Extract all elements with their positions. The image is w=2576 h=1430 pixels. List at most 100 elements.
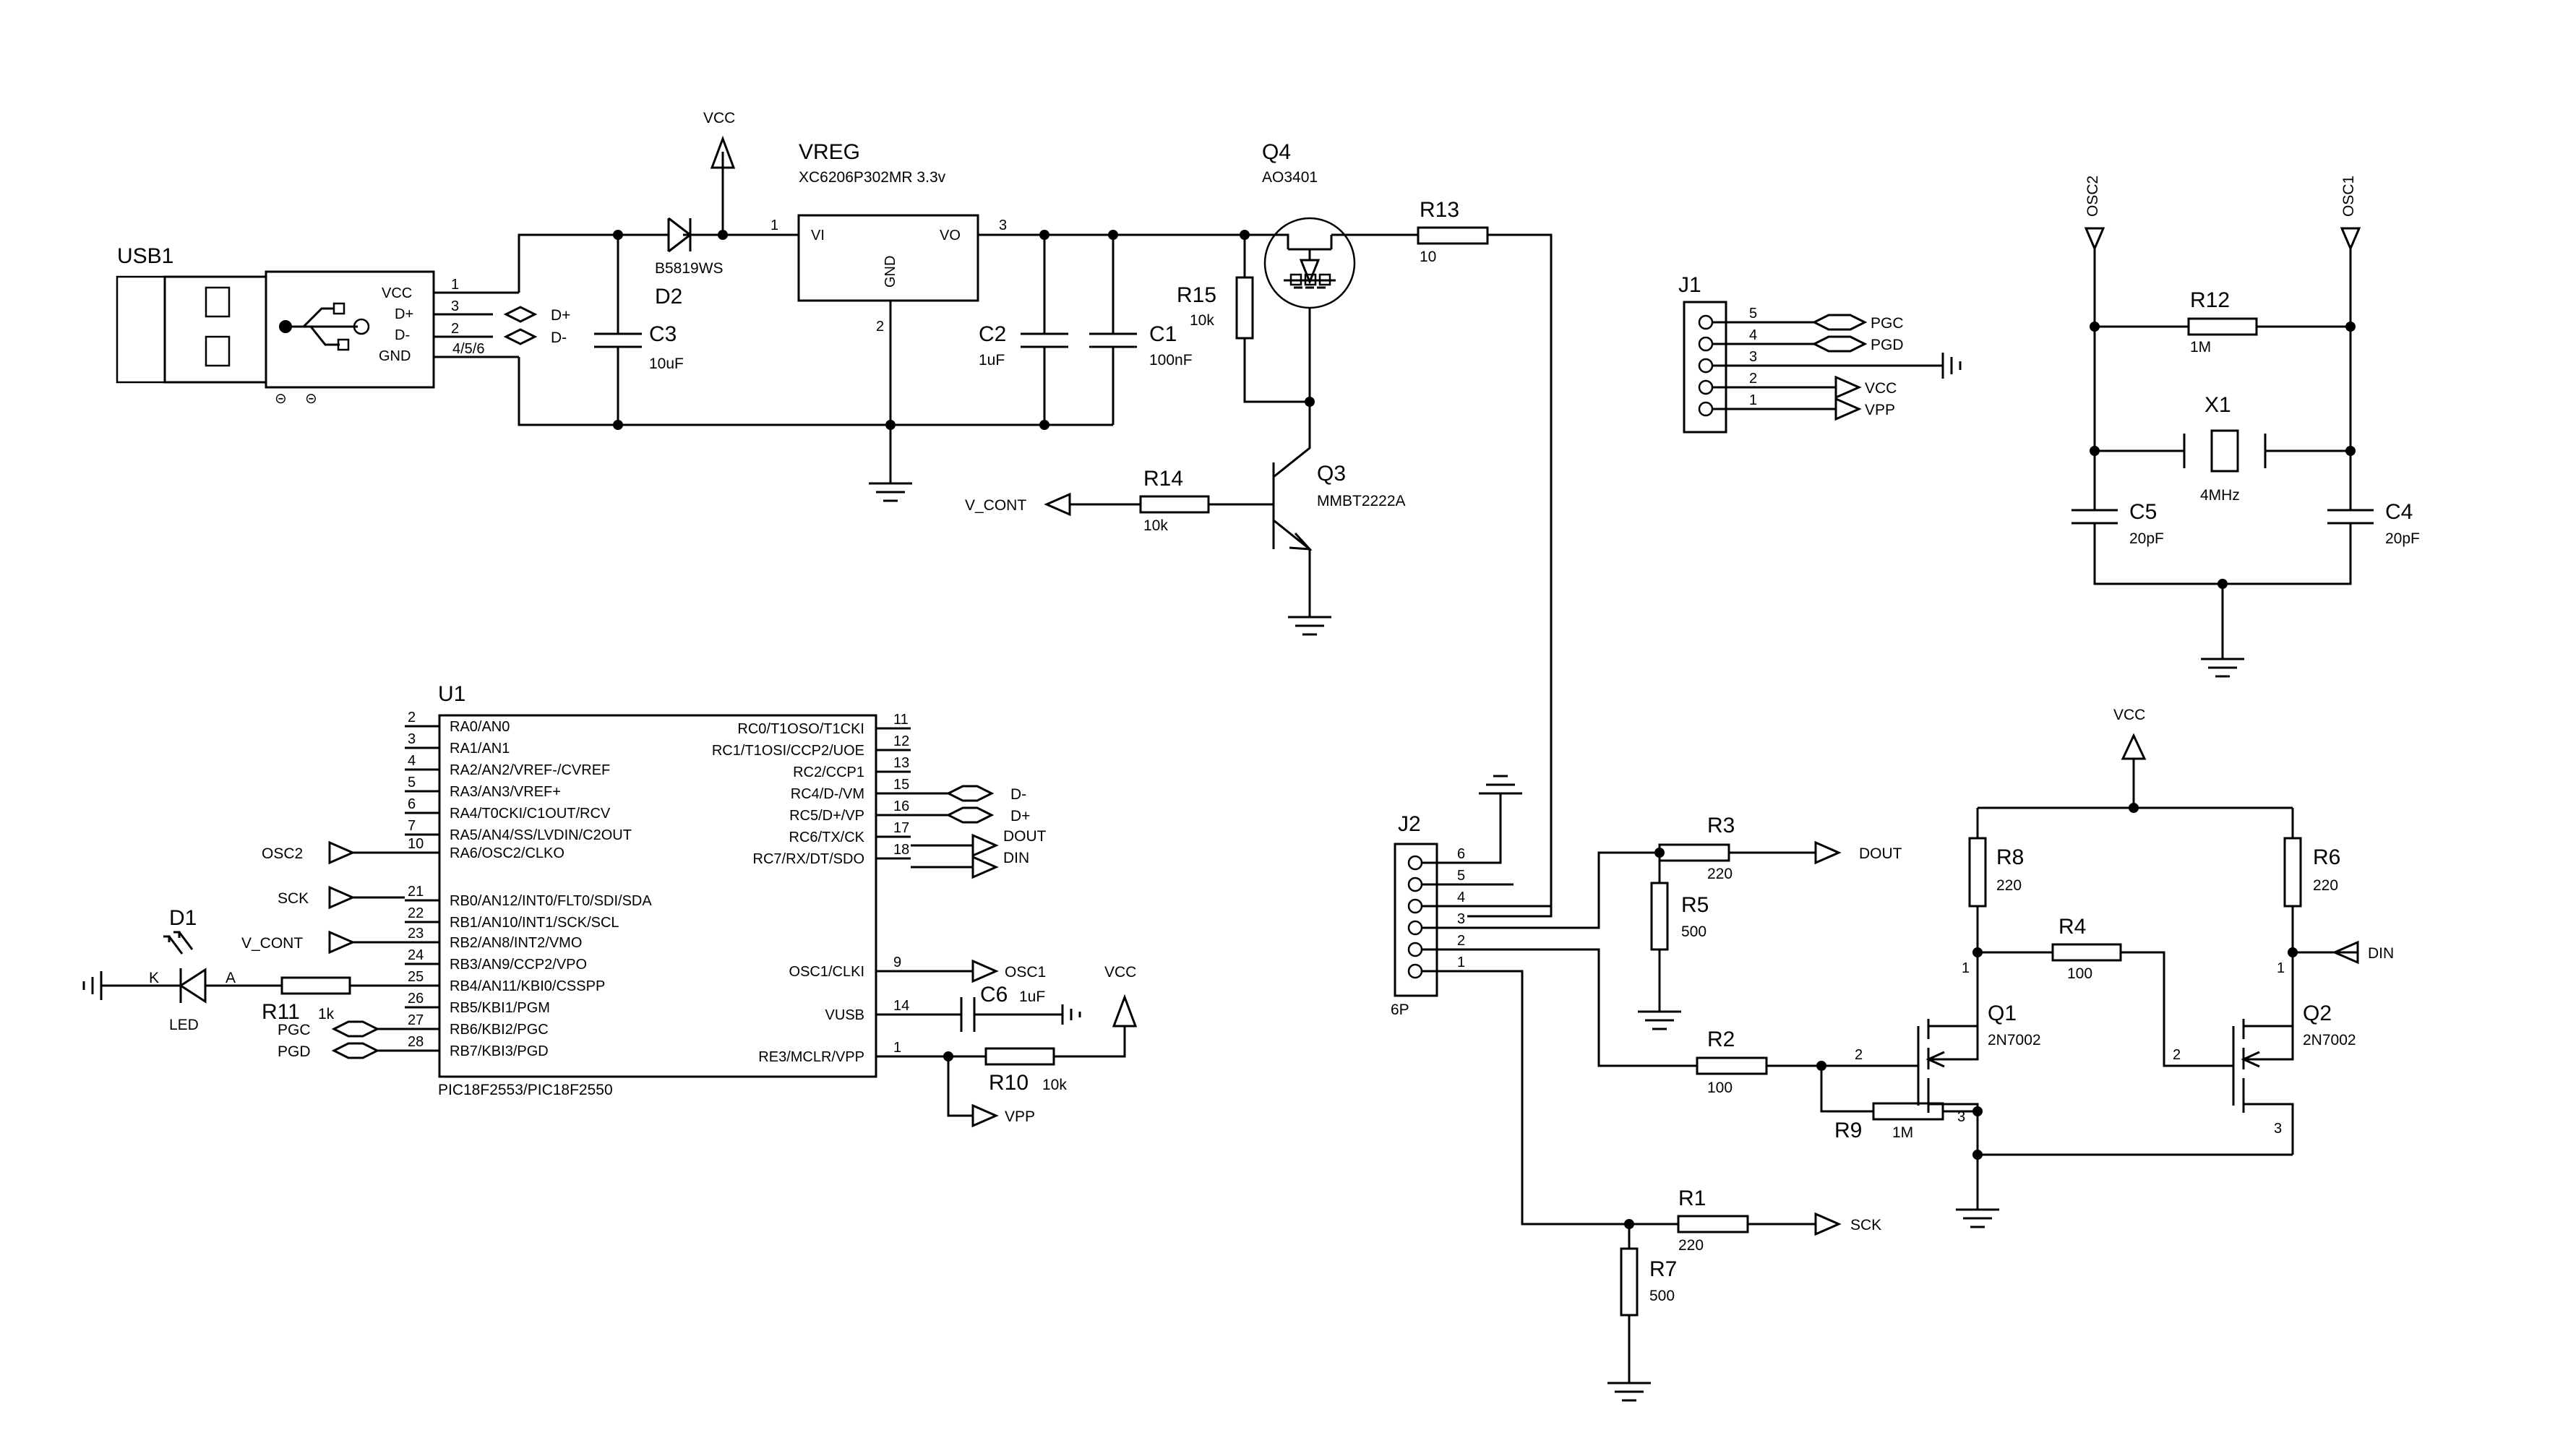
u1-pin-name: RC1/T1OSI/CCP2/UOE <box>712 743 864 759</box>
resistor-r8 <box>1968 837 1987 908</box>
crystal-x1-plates <box>2183 434 2267 468</box>
j1-net-flags <box>1811 314 1868 421</box>
q2-ref: Q2 <box>2303 1002 2332 1025</box>
u1-pin-number: 6 <box>408 796 416 812</box>
usb1-symbol-left: ⊝ <box>275 391 287 407</box>
junction-dot <box>2090 322 2100 332</box>
junction-dot <box>1972 947 1983 957</box>
resistor-r13 <box>1417 226 1489 245</box>
r2-value: 100 <box>1707 1080 1733 1096</box>
resistor-r6 <box>2283 837 2302 908</box>
j1-pins <box>1698 314 1943 417</box>
u1-pin-number: 24 <box>408 947 424 963</box>
q4-pin-pad <box>1304 273 1317 286</box>
junction-dot <box>1108 230 1118 240</box>
q4-ref: Q4 <box>1262 140 1291 164</box>
r13-wire <box>1331 233 1553 918</box>
q3-value: MMBT2222A <box>1317 493 1406 509</box>
connector-j2: J2 6P 6 5 4 3 2 1 <box>1391 775 1697 1226</box>
q2-pin-1: 1 <box>2277 960 2285 976</box>
u1-pin-number: 15 <box>893 777 909 793</box>
u1-pin-number: 12 <box>893 733 909 749</box>
u1-net-osc2: OSC2 <box>262 845 303 862</box>
junction-dot <box>943 1051 953 1061</box>
u1-pin-name: RC6/TX/CK <box>789 830 865 845</box>
vcc-right-label: VCC <box>2113 707 2145 723</box>
osc2-label: OSC2 <box>2085 176 2101 217</box>
ground-icon <box>1941 353 1962 379</box>
q3-symbol <box>1237 402 1311 600</box>
u1-pin-number: 21 <box>408 884 424 900</box>
osc-flags <box>2084 227 2361 251</box>
capacitor-c6 <box>911 997 1081 1032</box>
d1-pin-a: A <box>226 970 236 986</box>
u1-pin-number: 14 <box>893 998 909 1014</box>
u1-pin-name: RA2/AN2/VREF-/CVREF <box>450 762 610 778</box>
usb1-plug <box>163 275 267 384</box>
power-input-section: B5819WS D2 VCC C3 10uF <box>518 110 1113 430</box>
usb1-pin-gnd-label: GND <box>379 348 411 364</box>
r11-ref: R11 <box>262 1000 300 1024</box>
usb1-contact-top <box>205 286 231 318</box>
r2-ref: R2 <box>1707 1028 1735 1051</box>
r3-wires <box>1729 840 1842 865</box>
d2-ref: D2 <box>655 285 682 309</box>
q4-value: AO3401 <box>1262 169 1318 186</box>
usb1-body <box>265 270 435 389</box>
q1-pin-1: 1 <box>1962 960 1970 976</box>
v-cont-label: V_CONT <box>965 497 1026 514</box>
q3-ref: Q3 <box>1317 462 1346 486</box>
r4-ref: R4 <box>2058 915 2086 939</box>
u1-net-pgd: PGD <box>278 1043 311 1060</box>
vreg-num-1: 1 <box>770 217 778 233</box>
junction-dot <box>1972 1150 1983 1160</box>
junction-dot <box>2345 322 2356 332</box>
c6-ref: C6 <box>980 983 1008 1007</box>
junction-dot <box>2217 579 2228 589</box>
u1-left-net-wires <box>353 851 405 1052</box>
j2-num-3: 3 <box>1457 911 1465 927</box>
c5-value: 20pF <box>2129 530 2164 547</box>
r1-ref: R1 <box>1678 1186 1706 1210</box>
junction-dot <box>1816 1061 1826 1071</box>
u1-net-dplus: D+ <box>1010 808 1030 824</box>
r4-wires <box>1976 906 2359 1067</box>
ground-icon <box>1479 775 1522 795</box>
c6-value: 1uF <box>1019 988 1045 1005</box>
vreg-value: XC6206P302MR 3.3v <box>799 169 946 186</box>
u1-pin-name: RB6/KBI2/PGC <box>450 1022 549 1038</box>
resistor-r7 <box>1620 1247 1639 1317</box>
u1-pin-number: 1 <box>893 1040 901 1056</box>
u1-net-din: DIN <box>1003 850 1029 866</box>
u1-pin-number: 28 <box>408 1034 424 1050</box>
j1-net-pgd: PGD <box>1871 337 1904 353</box>
c1-ref: C1 <box>1149 322 1177 346</box>
r14-value: 10k <box>1143 517 1168 534</box>
u1-pin-name: RA0/AN0 <box>450 719 510 735</box>
u1-right-net-flags <box>945 785 999 1128</box>
r8-value: 220 <box>1996 877 2022 894</box>
u1-pin-name: RB7/KBI3/PGD <box>450 1043 549 1059</box>
j2-num-2: 2 <box>1457 933 1465 949</box>
q3-emitter-arrow <box>1289 532 1313 551</box>
usb-icon <box>279 302 370 351</box>
usb1-num-3: 3 <box>451 298 459 314</box>
usb1-contact-bottom <box>205 335 231 367</box>
q4-symbol <box>1229 233 1336 289</box>
c3-value: 10uF <box>649 356 684 372</box>
vreg-wires <box>889 233 1229 466</box>
q1-value: 2N7002 <box>1988 1032 2041 1048</box>
u1-pin-number: 3 <box>408 731 416 747</box>
q2-value: 2N7002 <box>2303 1032 2356 1048</box>
c5-ref: C5 <box>2129 500 2157 524</box>
capacitor-c3 <box>594 235 642 425</box>
r14-ref: R14 <box>1143 467 1183 491</box>
u1-ref: U1 <box>438 682 465 706</box>
u1-pin-name: RB1/AN10/INT1/SCK/SCL <box>450 915 619 931</box>
d1-ref: D1 <box>169 906 197 930</box>
j2-num-4: 4 <box>1457 890 1465 905</box>
junction-dot <box>1039 230 1049 240</box>
sck-label: SCK <box>1850 1217 1881 1233</box>
junction-dot <box>2288 947 2298 957</box>
resistor-r10 <box>984 1047 1055 1066</box>
